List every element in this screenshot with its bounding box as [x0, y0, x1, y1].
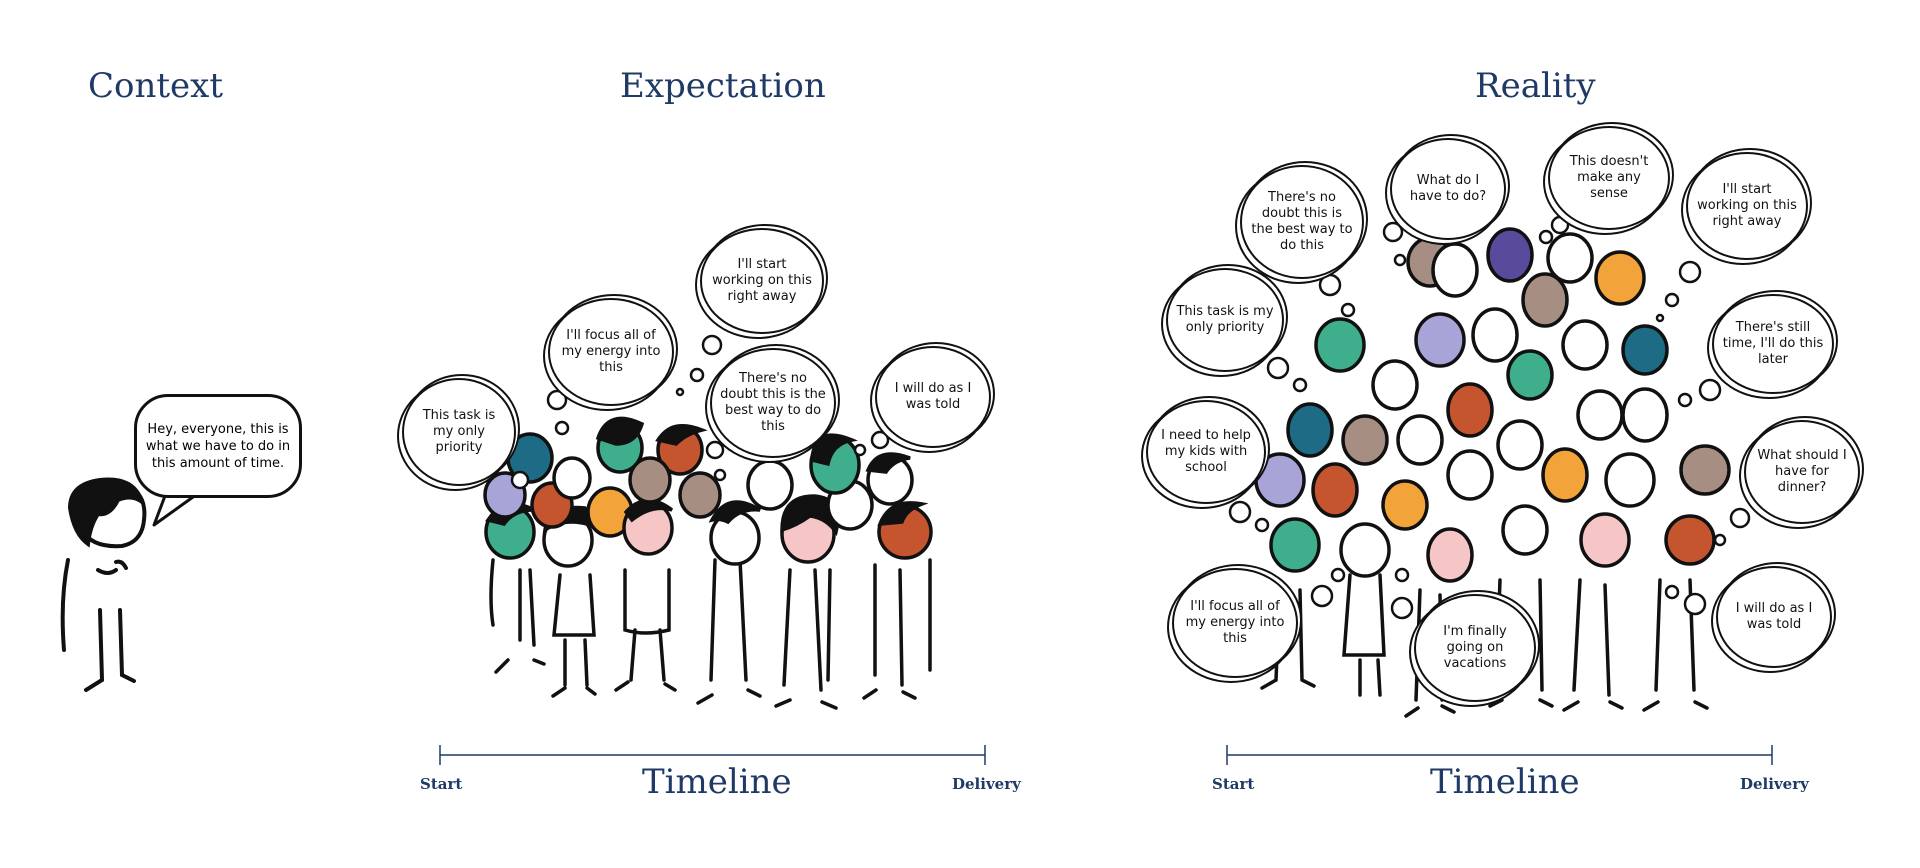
reality-timeline-start: Start — [1212, 775, 1255, 793]
context-speech-bubble: Hey, everyone, this is what we have to d… — [134, 394, 302, 498]
expectation-timeline-start: Start — [420, 775, 463, 793]
context-heading: Context — [88, 66, 224, 106]
reality-timeline-title: Timeline — [1430, 762, 1580, 802]
reality-thought-8: What should I have for dinner? — [1744, 420, 1860, 524]
reality-thought-1: There's no doubt this is the best way to… — [1240, 165, 1364, 279]
reality-crowd — [1228, 215, 1751, 718]
reality-thought-4: I'll start working on this right away — [1686, 152, 1808, 260]
expectation-thought-5: I will do as I was told — [875, 346, 991, 448]
reality-thought-11: I will do as I was told — [1716, 566, 1832, 668]
expectation-thought-3: I'll start working on this right away — [700, 228, 824, 334]
context-speech-text: Hey, everyone, this is what we have to d… — [145, 421, 291, 471]
expectation-timeline-title: Timeline — [642, 762, 792, 802]
expectation-heading: Expectation — [620, 66, 826, 106]
reality-thought-7: I need to help my kids with school — [1146, 400, 1266, 504]
reality-heading: Reality — [1475, 66, 1596, 106]
expectation-thought-2: I'll focus all of my energy into this — [548, 298, 674, 406]
reality-thought-10: I'm finally going on vacations — [1414, 594, 1536, 702]
reality-thought-6: There's still time, I'll do this later — [1712, 294, 1834, 394]
reality-timeline-end: Delivery — [1740, 775, 1809, 793]
context-person — [60, 477, 147, 692]
reality-thought-2: What do I have to do? — [1390, 138, 1506, 240]
reality-thought-3: This doesn't make any sense — [1548, 126, 1670, 230]
expectation-thought-1: This task is my only priority — [402, 378, 516, 486]
expectation-thought-4: There's no doubt this is the best way to… — [710, 348, 836, 458]
reality-thought-5: This task is my only priority — [1166, 268, 1284, 372]
expectation-crowd — [483, 334, 933, 710]
reality-timeline-line — [1226, 745, 1773, 765]
reality-thought-9: I'll focus all of my energy into this — [1172, 568, 1298, 678]
expectation-timeline-line — [439, 745, 986, 765]
expectation-timeline-end: Delivery — [952, 775, 1021, 793]
